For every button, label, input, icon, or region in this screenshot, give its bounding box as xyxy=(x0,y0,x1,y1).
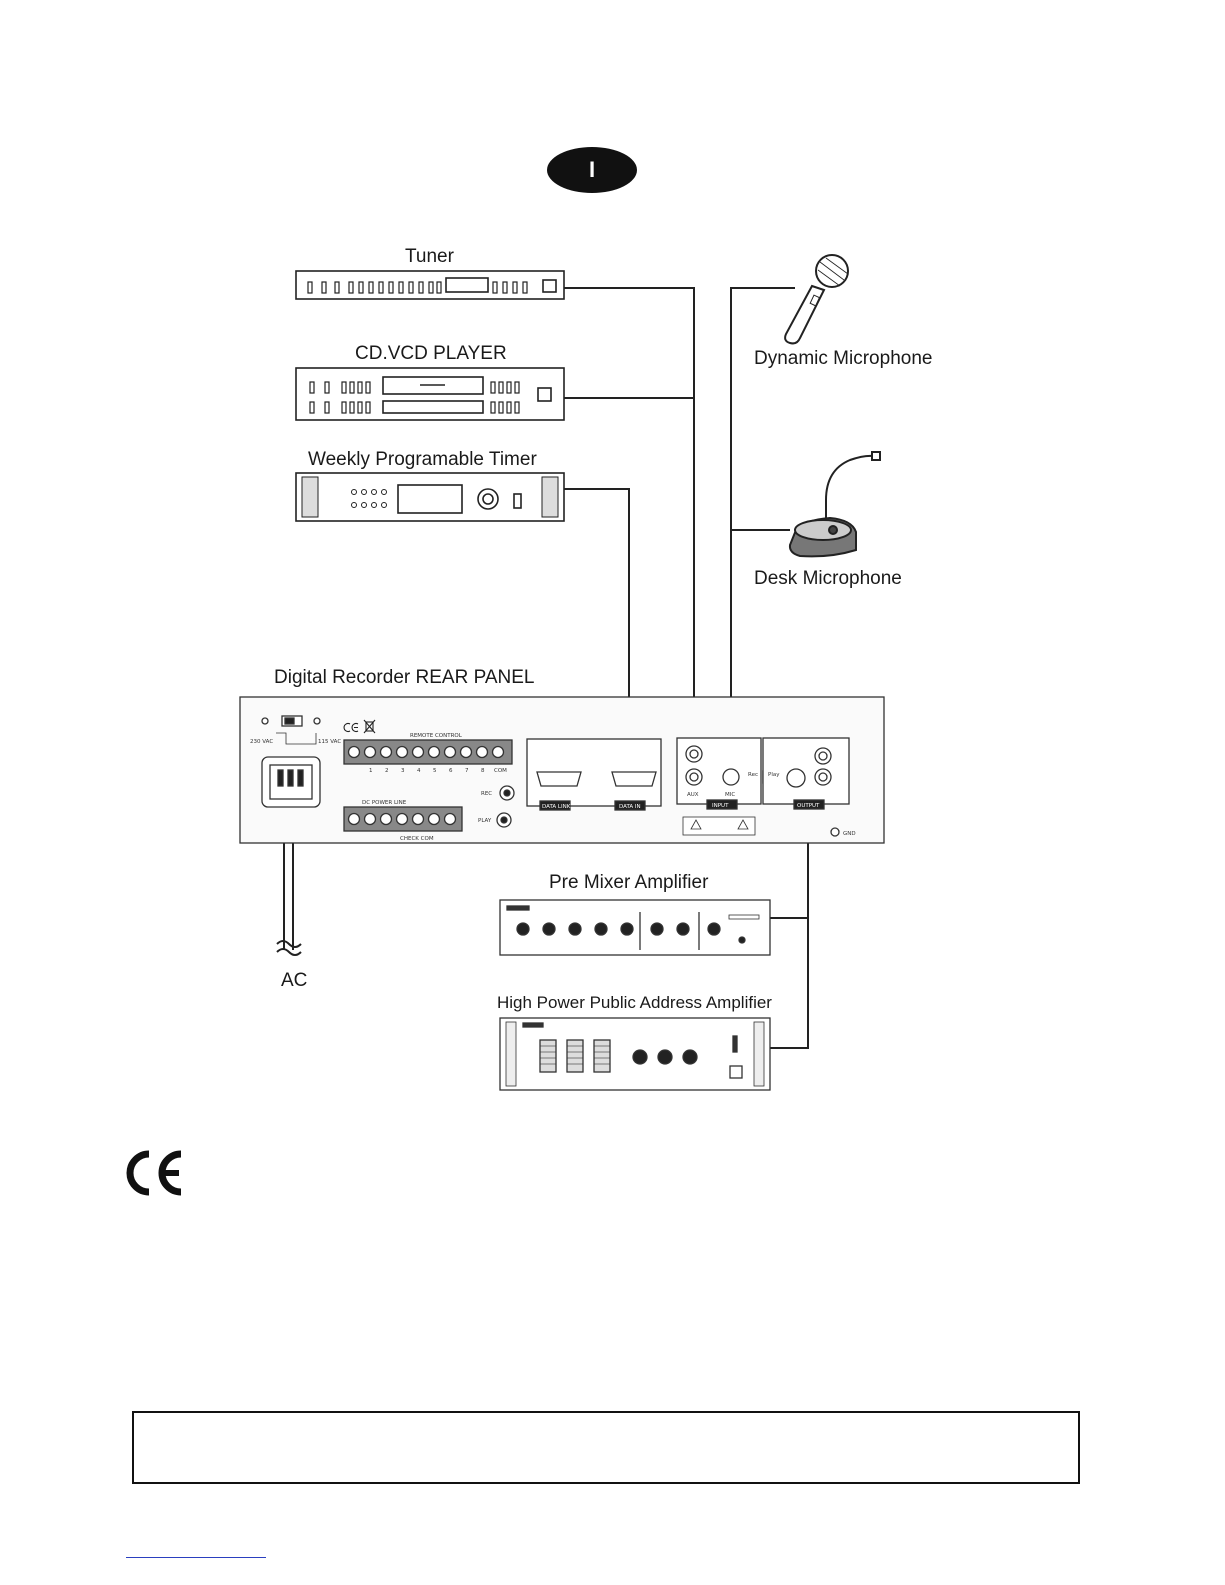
terminal-1: 1 xyxy=(369,768,373,774)
play-knob-label: PLAY xyxy=(478,818,492,824)
output-label: OUTPUT xyxy=(797,803,820,809)
aux-label: AUX xyxy=(687,792,699,798)
dynamic-mic-label: Dynamic Microphone xyxy=(754,348,933,369)
terminal-com: COM xyxy=(494,768,507,774)
tuner-label: Tuner xyxy=(405,246,454,267)
input-label: INPUT xyxy=(712,803,729,809)
section-badge-icon: I xyxy=(547,147,637,193)
115v-label: 115 VAC xyxy=(318,739,341,745)
terminal-3: 3 xyxy=(401,768,405,774)
dynamic-microphone-icon xyxy=(784,254,849,345)
tuner-device xyxy=(295,270,565,300)
ce-mark-icon xyxy=(126,1150,182,1196)
data-in-label: DATA IN xyxy=(619,804,641,810)
footer-rule xyxy=(126,1557,266,1558)
desk-microphone-icon xyxy=(788,451,881,558)
pre-mixer-label: Pre Mixer Amplifier xyxy=(549,872,709,893)
timer-label: Weekly Programable Timer xyxy=(308,449,537,470)
tuner-cable xyxy=(564,287,695,738)
ac-label: AC xyxy=(281,970,308,991)
dc-power-label: DC POWER LINE xyxy=(362,800,407,806)
panel-ce-icon xyxy=(343,719,376,734)
desk-mic-label: Desk Microphone xyxy=(754,568,902,589)
pre-mixer-device xyxy=(499,899,771,956)
pa-amp-label: High Power Public Address Amplifier xyxy=(497,993,772,1012)
recorder-label: Digital Recorder REAR PANEL xyxy=(274,667,535,688)
terminal-4: 4 xyxy=(417,768,421,774)
cd-player-device xyxy=(295,367,565,421)
remote-control-label: REMOTE CONTROL xyxy=(410,733,463,739)
gnd-label: GND xyxy=(843,831,856,837)
play-switch-label: Play xyxy=(768,772,780,778)
terminal-8: 8 xyxy=(481,768,485,774)
timer-cable xyxy=(564,488,630,778)
dynamic-mic-cable xyxy=(730,287,795,770)
terminal-5: 5 xyxy=(433,768,437,774)
mic-label: MIC xyxy=(725,792,735,798)
check-com-label: CHECK COM xyxy=(400,836,434,842)
pa-amplifier-device xyxy=(499,1017,771,1091)
cd-player-label: CD.VCD PLAYER xyxy=(355,343,507,364)
recorder-rear-panel xyxy=(239,696,885,844)
rec-knob-label: REC xyxy=(481,791,492,797)
output-cable xyxy=(770,798,809,1049)
remote-terminal-labels: 1 2 3 4 5 6 7 8 COM xyxy=(369,768,507,774)
data-link-label: DATA LINK xyxy=(542,804,571,810)
terminal-2: 2 xyxy=(385,768,389,774)
ac-wave-icon xyxy=(276,940,302,956)
terminal-7: 7 xyxy=(465,768,469,774)
terminal-6: 6 xyxy=(449,768,453,774)
timer-device xyxy=(295,472,565,522)
230v-label: 230 VAC xyxy=(250,739,273,745)
rec-switch-label: Rec xyxy=(748,772,758,778)
notice-box xyxy=(132,1411,1080,1484)
rear-panel-texts: 230 VAC 115 VAC REMOTE CONTROL 1 2 3 4 5… xyxy=(250,733,856,842)
